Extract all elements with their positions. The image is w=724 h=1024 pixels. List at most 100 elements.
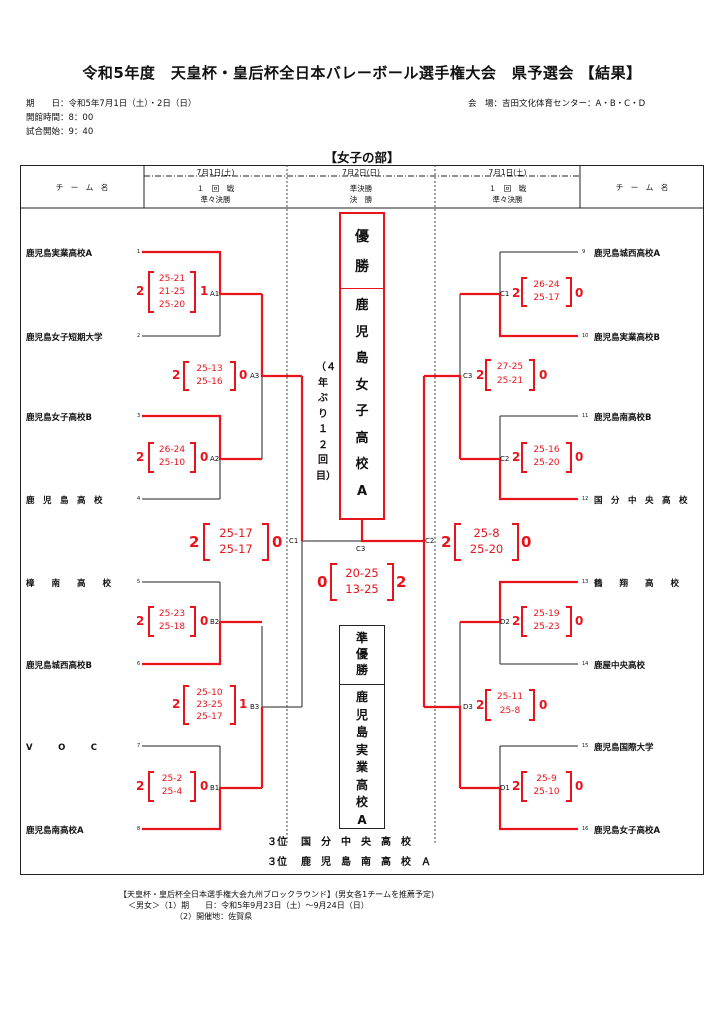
right-team: 国 分 中 央 高 校 <box>594 496 688 506</box>
set-score: 25-17 <box>196 712 223 722</box>
set-score: 25-19 <box>533 609 560 619</box>
seed-number: 1 <box>137 249 141 255</box>
set-score: 25-21 <box>158 274 186 284</box>
seed-number: 15 <box>582 743 589 749</box>
sets-won: 0 <box>200 450 209 464</box>
match-label: C2 <box>500 455 510 463</box>
match-label: B1 <box>210 784 220 792</box>
right-team: 鹿児島実業高校B <box>594 333 660 343</box>
set-score: 25-13 <box>196 364 223 374</box>
set-score: 25-17 <box>219 526 253 540</box>
footer-line-3: （2）開催地：佐賀県 <box>175 912 253 921</box>
open-time-info: 開館時間：8：00 <box>26 113 94 123</box>
seed-number: 8 <box>137 826 141 832</box>
third-rank: ３位 <box>267 837 287 848</box>
set-score: 25-2 <box>161 774 183 784</box>
seed-number: 9 <box>582 249 586 255</box>
set-score: 25-20 <box>158 300 186 310</box>
set-score: 25-16 <box>533 445 560 455</box>
left-team: 鹿児島南高校A <box>26 826 84 836</box>
set-score: 25-17 <box>533 293 560 303</box>
seed-number: 16 <box>582 826 589 832</box>
champion-divider <box>341 288 383 289</box>
set-score: 23-25 <box>196 700 223 710</box>
set-score: 25-9 <box>536 774 557 784</box>
set-score: 25-4 <box>161 787 183 797</box>
right-team: 鹿児島城西高校A <box>594 249 661 259</box>
right-team: 鶴 翔 高 校 <box>594 579 680 589</box>
set-score: 25-23 <box>533 622 560 632</box>
sets-won: 0 <box>575 450 584 464</box>
sets-won: 0 <box>239 368 248 382</box>
sets-won: 0 <box>317 573 328 591</box>
left-team: V O C <box>26 743 98 753</box>
left-team: 鹿児島城西高校B <box>26 661 92 671</box>
round-mid-1: 準決勝 <box>349 184 373 193</box>
seed-number: 14 <box>582 661 589 667</box>
set-score: 25-8 <box>473 526 500 540</box>
runner-up-divider <box>340 684 384 685</box>
right-team-header: チ ー ム 名 <box>615 183 669 192</box>
sets-won: 2 <box>172 697 181 711</box>
champion-note: （４年ぶり１２回目） <box>316 362 336 482</box>
round-left-1: １ 回 戦 <box>196 184 235 193</box>
set-score: 13-25 <box>345 582 379 596</box>
right-team: 鹿児島女子高校A <box>594 826 661 836</box>
day1-right: 7月1日(土) <box>488 168 527 177</box>
set-score: 21-25 <box>158 287 186 297</box>
right-team: 鹿屋中央高校 <box>594 661 646 671</box>
match-label: C1 <box>500 290 510 298</box>
match-label: D3 <box>463 703 473 711</box>
sets-won: 2 <box>189 533 200 551</box>
set-score: 25-10 <box>196 688 223 698</box>
sets-won: 0 <box>200 614 209 628</box>
day1-left: 7月1日(土) <box>196 168 235 177</box>
round-mid-2: 決 勝 <box>349 195 373 204</box>
runner-up-title: 準優勝 <box>355 631 368 677</box>
set-score: 26-24 <box>533 280 560 290</box>
right-team: 鹿児島南高校B <box>594 413 652 423</box>
set-score: 25-20 <box>469 542 504 556</box>
runner-up-team: 鹿児島実業高校A <box>355 690 368 827</box>
section-title: 【女子の部】 <box>324 150 400 165</box>
match-label: A3 <box>250 372 260 380</box>
seed-number: 7 <box>137 743 141 749</box>
seed-number: 13 <box>582 579 589 585</box>
start-time-info: 試合開始：9：40 <box>26 127 94 137</box>
set-score: 27-25 <box>496 362 524 372</box>
sets-won: 2 <box>476 698 485 712</box>
sets-won: 1 <box>200 284 209 298</box>
match-label: B3 <box>250 703 260 711</box>
left-team: 樟 南 高 校 <box>26 579 112 589</box>
match-label: C2 <box>425 537 435 545</box>
sets-won: 0 <box>575 286 584 300</box>
sets-won: 2 <box>512 779 521 793</box>
date-info: 期 日：令和5年7月1日（土）・2日（日） <box>26 99 197 109</box>
third-team: 鹿 児 島 南 高 校 Ａ <box>301 857 431 868</box>
sets-won: 2 <box>512 450 521 464</box>
set-score: 25-21 <box>496 376 524 386</box>
third-rank: ３位 <box>267 857 287 868</box>
set-score: 25-11 <box>496 692 524 702</box>
sets-won: 2 <box>136 614 145 628</box>
sets-won: 0 <box>272 533 283 551</box>
sets-won: 2 <box>136 450 145 464</box>
set-score: 25-20 <box>533 458 560 468</box>
set-score: 25-8 <box>499 706 521 716</box>
match-label: D2 <box>500 618 510 626</box>
sets-won: 2 <box>512 614 521 628</box>
set-score: 25-10 <box>158 458 186 468</box>
seed-number: 5 <box>137 579 141 585</box>
champion-title: 優勝 <box>355 229 369 275</box>
set-score: 25-10 <box>533 787 560 797</box>
left-team: 鹿児島女子短期大学 <box>26 333 103 343</box>
match-label: C3 <box>356 545 366 553</box>
sets-won: 2 <box>512 286 521 300</box>
set-score: 25-18 <box>158 622 186 632</box>
third-team: 国 分 中 央 高 校 <box>301 837 411 848</box>
sets-won: 2 <box>172 368 181 382</box>
set-score: 25-23 <box>158 609 186 619</box>
seed-number: 11 <box>582 413 589 419</box>
